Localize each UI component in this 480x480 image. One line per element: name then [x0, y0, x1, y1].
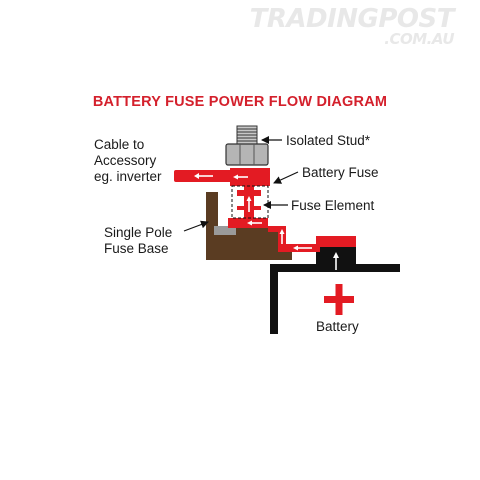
label-cable-line1: Cable to: [94, 137, 144, 152]
fuse-element-box: [231, 185, 269, 219]
base-grey-insert: [214, 226, 236, 235]
stud-nut: [225, 143, 269, 166]
threaded-stud: [236, 125, 258, 145]
watermark: TRADINGPOST .COM.AU: [0, 0, 480, 60]
label-base-line2: Fuse Base: [104, 241, 169, 256]
flow-arrows: [194, 173, 339, 270]
watermark-domain: .COM.AU: [384, 30, 454, 48]
plus-icon: [324, 284, 354, 315]
label-cable-line3: eg. inverter: [94, 169, 162, 184]
label-fuse-element: Fuse Element: [291, 198, 375, 213]
label-battery-fuse: Battery Fuse: [302, 165, 379, 180]
watermark-brand: TRADINGPOST: [249, 4, 455, 34]
label-isolated-stud: Isolated Stud*: [286, 133, 371, 148]
battery-outline: [270, 264, 400, 334]
label-battery: Battery: [316, 319, 359, 334]
label-cable-line2: Accessory: [94, 153, 157, 168]
label-base-line1: Single Pole: [104, 225, 172, 240]
diagram-title: BATTERY FUSE POWER FLOW DIAGRAM: [92, 94, 388, 110]
